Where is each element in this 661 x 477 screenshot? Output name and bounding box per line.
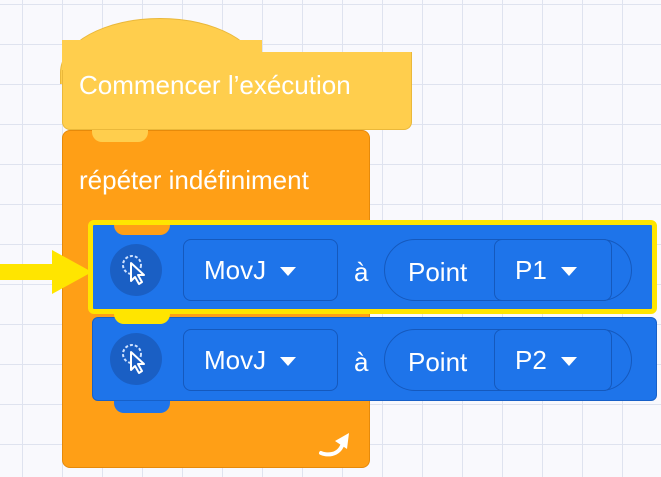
block-connector [92,130,148,142]
click-icon [110,333,162,385]
point-dropdown[interactable]: P2 [494,329,612,391]
preposition-label: à [354,257,369,287]
point-type-label: Point [408,347,468,377]
chevron-down-icon [280,266,297,276]
chevron-down-icon [280,356,297,366]
current-step-arrow-icon [0,250,92,294]
command-dropdown[interactable]: MovJ [183,329,338,391]
point-dropdown[interactable]: P1 [494,239,612,301]
chevron-down-icon [560,356,577,366]
point-type-label: Point [408,257,468,287]
start-block-label: Commencer l’exécution [79,70,351,100]
preposition-label: à [354,347,369,377]
click-icon [110,244,162,296]
loop-arrow-icon [319,433,349,457]
chevron-down-icon [560,266,577,276]
command-dropdown[interactable]: MovJ [183,239,338,301]
repeat-forever-label: répéter indéfiniment [79,165,309,195]
